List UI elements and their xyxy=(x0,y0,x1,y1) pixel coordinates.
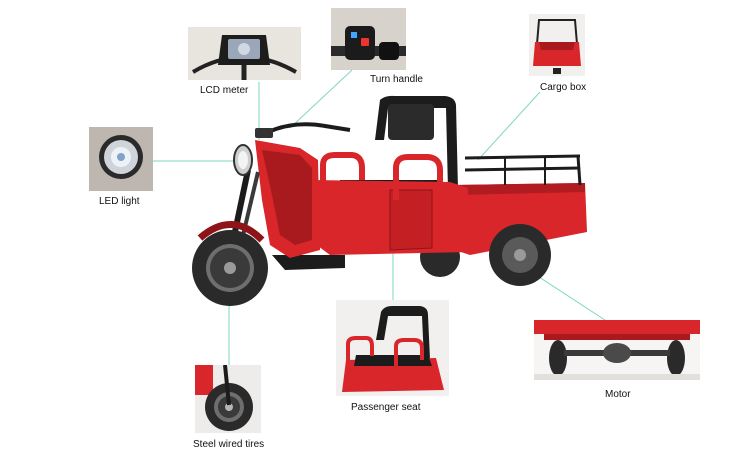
turn-handle-label: Turn handle xyxy=(370,74,423,85)
cargo-box-label: Cargo box xyxy=(540,82,587,93)
passenger-seat-thumbnail xyxy=(336,300,449,396)
steel-wired-tires-thumbnail xyxy=(195,365,261,433)
motor-thumbnail xyxy=(534,320,700,380)
motor-icon xyxy=(534,320,700,380)
passenger-seat-label: Passenger seat xyxy=(351,402,421,413)
tire-icon xyxy=(195,365,253,431)
led-light-thumbnail xyxy=(89,127,153,191)
cargo-box-thumbnail xyxy=(529,14,585,76)
turn-handle-thumbnail xyxy=(331,8,406,70)
leader-line-cargo-box xyxy=(477,91,541,161)
motor-label: Motor xyxy=(605,389,631,400)
leader-line-turn-handle xyxy=(289,69,353,129)
lcd-meter-thumbnail xyxy=(188,27,301,80)
led-light-label: LED light xyxy=(99,196,140,207)
passenger-seat-icon xyxy=(342,306,444,392)
lcd-meter-icon xyxy=(191,35,297,80)
lcd-meter-label: LCD meter xyxy=(200,85,249,96)
led-light-icon xyxy=(89,127,153,191)
steel-wired-tires-label: Steel wired tires xyxy=(193,439,265,450)
cargo-box-icon xyxy=(533,19,581,74)
turn-handle-icon xyxy=(331,26,406,60)
